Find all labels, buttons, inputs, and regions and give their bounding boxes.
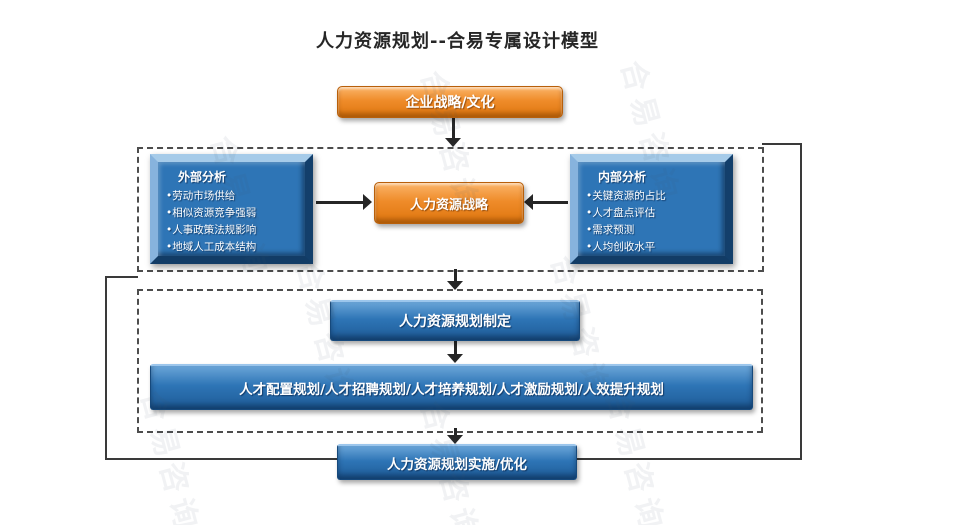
internal-analysis-item: •人均创收水平 xyxy=(586,241,656,253)
arrow-making-to-detail xyxy=(447,339,463,363)
feedback-line-left xyxy=(105,276,107,460)
arrow-external-to-hrstrategy xyxy=(316,194,372,210)
arrow-strategy-to-analysis xyxy=(445,117,461,147)
arrow-shaft xyxy=(453,428,457,436)
arrow-head-icon xyxy=(363,194,372,210)
arrow-internal-to-hrstrategy xyxy=(524,194,568,210)
analysis-region-frame xyxy=(137,147,764,272)
feedback-line-right-stub xyxy=(762,143,802,145)
internal-analysis-panel: 内部分析 •关键资源的占比 •人才盘点评估 •需求预测 •人均创收水平 xyxy=(570,154,733,264)
plan-detail-box: 人才配置规划/人才招聘规划/人才培养规划/人才激励规划/人效提升规划 xyxy=(150,364,753,410)
implementation-box: 人力资源规划实施/优化 xyxy=(337,444,577,480)
diagram-title: 人力资源规划--合易专属设计模型 xyxy=(316,31,599,52)
feedback-line-right xyxy=(800,143,802,460)
arrow-head-icon xyxy=(445,138,461,147)
arrow-shaft xyxy=(453,339,457,355)
arrow-head-icon xyxy=(447,435,463,444)
internal-analysis-item: •需求预测 xyxy=(586,224,635,236)
external-analysis-item: •地域人工成本结构 xyxy=(166,241,257,253)
arrow-head-icon xyxy=(447,281,463,290)
arrow-head-icon xyxy=(524,194,533,210)
arrow-shaft xyxy=(453,269,457,282)
arrow-shaft xyxy=(451,117,455,139)
external-analysis-item: •人事政策法规影响 xyxy=(166,224,257,236)
external-analysis-item: •相似资源竞争强弱 xyxy=(166,207,257,219)
planning-region-frame xyxy=(137,289,763,433)
arrow-planning-to-implementation xyxy=(447,428,463,444)
hr-strategy-box: 人力资源战略 xyxy=(374,182,524,224)
arrow-shaft xyxy=(316,200,364,204)
arrow-head-icon xyxy=(447,354,463,363)
external-analysis-panel: 外部分析 •劳动市场供给 •相似资源竞争强弱 •人事政策法规影响 •地域人工成本… xyxy=(150,154,313,264)
internal-analysis-item: •关键资源的占比 xyxy=(586,190,666,202)
plan-making-box: 人力资源规划制定 xyxy=(330,300,580,341)
enterprise-strategy-box: 企业战略/文化 xyxy=(337,86,563,118)
internal-analysis-item: •人才盘点评估 xyxy=(586,207,656,219)
feedback-line-left-stub xyxy=(105,276,138,278)
arrow-shaft xyxy=(532,200,568,204)
arrow-analysis-to-planning xyxy=(447,269,463,290)
external-analysis-item: •劳动市场供给 xyxy=(166,190,236,202)
external-analysis-title: 外部分析 xyxy=(178,170,227,184)
internal-analysis-title: 内部分析 xyxy=(598,170,647,184)
